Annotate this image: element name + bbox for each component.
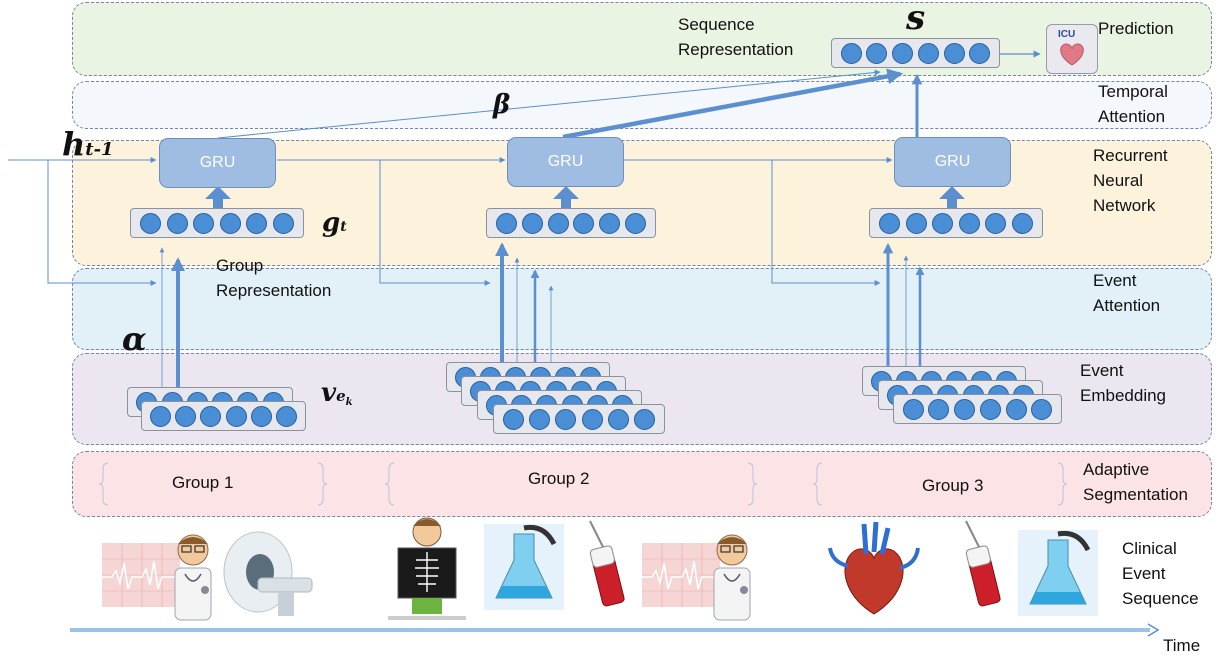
prediction-label: Prediction bbox=[1098, 19, 1174, 38]
icu-label: ICU bbox=[1058, 29, 1076, 40]
gru-cell-3: GRU bbox=[894, 137, 1011, 187]
g-sub: t bbox=[340, 219, 347, 235]
prediction-band bbox=[72, 2, 1212, 76]
ecg-icon bbox=[642, 543, 720, 607]
v-subsub: k bbox=[345, 397, 353, 408]
group-representation-vector-3 bbox=[869, 208, 1043, 238]
group-representation-label: Group Representation bbox=[216, 256, 332, 300]
rnn-label: Recurrent Neural Network bbox=[1093, 146, 1168, 215]
h-prev-main: h bbox=[62, 125, 86, 163]
v-main: v bbox=[321, 378, 337, 408]
time-label: Time bbox=[1163, 636, 1201, 655]
lab-flask-icon bbox=[484, 524, 564, 610]
adaptive-segmentation-band bbox=[72, 451, 1212, 517]
gru-cell-2: GRU bbox=[507, 137, 624, 187]
s-symbol: s bbox=[906, 0, 926, 38]
mri-scanner-icon bbox=[223, 531, 313, 616]
h-prev-symbol: ht-1 bbox=[62, 125, 114, 163]
gru-cell-1: GRU bbox=[159, 138, 276, 188]
alpha-symbol: α bbox=[122, 320, 147, 358]
event-embedding-vector bbox=[493, 404, 665, 434]
doctor-icon bbox=[174, 534, 212, 621]
group-1-label: Group 1 bbox=[172, 473, 234, 492]
heart-icon bbox=[828, 521, 920, 615]
doctor-icon bbox=[713, 534, 751, 621]
ecg-icon bbox=[102, 543, 180, 607]
event-embedding-label: Event Embedding bbox=[1080, 361, 1167, 405]
adaptive-segmentation-label: Adaptive Segmentation bbox=[1083, 460, 1188, 504]
sequence-representation-label: Sequence Representation bbox=[678, 15, 794, 59]
group-representation-vector-1 bbox=[130, 208, 304, 238]
g-main: g bbox=[322, 208, 341, 238]
icu-heart-icon: ICU bbox=[1046, 24, 1098, 74]
event-embedding-vector bbox=[893, 394, 1062, 424]
event-attention-label: Event Attention bbox=[1093, 271, 1161, 315]
syringe-icon bbox=[965, 520, 1001, 607]
sequence-representation-vector bbox=[831, 38, 1000, 68]
group-representation-vector-2 bbox=[486, 208, 656, 238]
lab-flask-icon bbox=[1018, 530, 1098, 616]
event-embedding-vector bbox=[141, 401, 306, 431]
beta-symbol: β bbox=[493, 90, 511, 120]
v-ek-symbol: vek bbox=[321, 378, 353, 408]
g-t-symbol: gt bbox=[322, 208, 347, 238]
h-prev-sub: t-1 bbox=[85, 139, 114, 160]
v-sub: e bbox=[336, 387, 346, 405]
group-3-label: Group 3 bbox=[922, 476, 984, 495]
syringe-icon bbox=[589, 520, 625, 607]
xray-child-icon bbox=[388, 517, 466, 620]
group-2-label: Group 2 bbox=[528, 469, 590, 488]
event-attention-band bbox=[72, 268, 1212, 350]
clinical-event-sequence-label: Clinical Event Sequence bbox=[1122, 539, 1199, 608]
temporal-attention-label: Temporal Attention bbox=[1098, 82, 1168, 126]
